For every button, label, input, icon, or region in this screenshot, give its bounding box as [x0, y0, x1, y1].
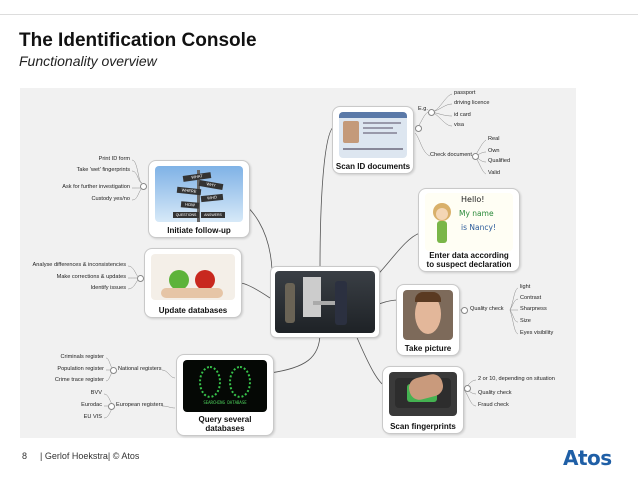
follow-up-label: Initiate follow-up — [167, 226, 231, 235]
sign-questions: QUESTIONS — [173, 212, 199, 218]
european-item-eu-vis: EU VIS — [83, 414, 102, 420]
european-registers-collapse-icon[interactable] — [108, 403, 115, 410]
eg-collapse-icon[interactable] — [428, 109, 435, 116]
sign-answers: ANSWERS — [201, 212, 225, 218]
fingerprint-screen-image: SEARCHING DATABASE — [183, 360, 267, 412]
check-item-real: Real — [488, 136, 500, 142]
check-document-collapse-icon[interactable] — [472, 153, 479, 160]
quality-item-light: light — [520, 284, 531, 290]
update-db-node[interactable]: Update databases — [144, 248, 242, 318]
speech-line-1: Hello! — [461, 195, 485, 204]
query-screen-text: SEARCHING DATABASE — [203, 400, 247, 405]
quality-check-label: Quality check — [470, 306, 504, 312]
slide-subtitle: Functionality overview — [19, 53, 157, 69]
scan-fp-collapse-icon[interactable] — [464, 385, 471, 392]
enter-data-label-2: to suspect declaration — [426, 260, 512, 269]
query-db-label-2: databases — [205, 424, 245, 433]
national-registers-collapse-icon[interactable] — [110, 367, 117, 374]
fp-item-quality: Quality check — [478, 390, 512, 396]
european-item-eurodac: Eurodac — [81, 402, 102, 408]
check-item-valid: Valid — [488, 170, 501, 176]
nancy-cartoon-image: Hello! My name is Nancy! — [425, 193, 513, 251]
follow-up-collapse-icon[interactable] — [140, 183, 147, 190]
national-item-population: Population register — [57, 366, 104, 372]
follow-up-item-custody: Custody yes/no — [91, 196, 130, 202]
quality-check-collapse-icon[interactable] — [461, 307, 468, 314]
scan-id-label: Scan ID documents — [335, 162, 411, 171]
atos-logo: Atos — [563, 446, 612, 470]
update-item-identify: Identify issues — [90, 285, 126, 291]
follow-up-item-wet-fingerprints: Take 'wet' fingerprints — [76, 167, 130, 173]
speech-line-3: is Nancy! — [461, 223, 496, 232]
signpost-image: WHAT WHY WHERE WHO HOW QUESTIONS ANSWERS — [155, 166, 243, 222]
query-db-node[interactable]: SEARCHING DATABASE Query several databas… — [176, 354, 274, 436]
check-item-qualified: Qualified — [488, 158, 511, 164]
eg-item-visa: visa — [454, 122, 464, 128]
enter-data-label-1: Enter data according — [429, 251, 509, 260]
quality-item-contrast: Contrast — [520, 295, 542, 301]
page-number: 8 — [22, 451, 28, 461]
apples-image — [151, 254, 235, 300]
officers-photo — [275, 271, 375, 333]
update-db-collapse-icon[interactable] — [137, 275, 144, 282]
eg-item-id-card: id card — [454, 112, 471, 118]
check-item-own: Own — [488, 148, 500, 154]
top-bar — [0, 0, 638, 16]
european-item-bvv: BVV — [90, 390, 102, 396]
eg-item-driving-licence: driving licence — [454, 100, 490, 106]
quality-item-eyes: Eyes visibility — [520, 330, 554, 336]
national-item-crime-trace: Crime trace register — [54, 377, 104, 383]
speech-line-2: My name — [459, 209, 494, 218]
take-picture-label: Take picture — [404, 344, 452, 353]
footer-text: | Gerlof Hoekstra| © Atos — [40, 451, 140, 461]
eg-item-passport: passport — [454, 90, 476, 96]
update-item-corrections: Make corrections & updates — [56, 274, 126, 280]
update-item-analyse: Analyse differences & inconsistencies — [32, 262, 127, 268]
take-picture-node[interactable]: Take picture — [396, 284, 460, 356]
sign-where: WHERE — [176, 186, 202, 196]
center-image-node — [270, 266, 380, 338]
fingerprint-scanner-image — [389, 372, 457, 416]
scan-id-node[interactable]: Scan ID documents — [332, 106, 414, 174]
check-document-label: Check document — [430, 152, 472, 158]
european-registers-label: European registers — [116, 402, 164, 408]
enter-data-node[interactable]: Hello! My name is Nancy! Enter data acco… — [418, 188, 520, 272]
scan-id-collapse-icon[interactable] — [415, 125, 422, 132]
national-item-criminals: Criminals register — [60, 354, 104, 360]
national-registers-label: National registers — [118, 366, 162, 372]
scan-fp-label: Scan fingerprints — [390, 422, 456, 431]
scan-fp-node[interactable]: Scan fingerprints — [382, 366, 464, 434]
sign-who: WHO — [200, 193, 224, 203]
eg-label: E.g. — [418, 106, 428, 112]
query-db-caption: Query several databases — [177, 415, 273, 433]
quality-item-sharpness: Sharpness — [520, 306, 547, 312]
fp-item-2-or-10: 2 or 10, depending on situation — [478, 376, 555, 382]
follow-up-item-investigation: Ask for further investigation — [62, 184, 130, 190]
top-divider — [0, 14, 638, 15]
face-photo — [403, 290, 453, 340]
update-db-label: Update databases — [158, 306, 228, 315]
mind-map: Scan ID documents E.g. passport driving … — [20, 88, 576, 438]
fp-item-fraud: Fraud check — [478, 402, 509, 408]
slide-title: The Identification Console — [19, 30, 257, 51]
sign-why: WHY — [198, 179, 224, 191]
sign-how: HOW — [180, 201, 200, 209]
follow-up-node[interactable]: WHAT WHY WHERE WHO HOW QUESTIONS ANSWERS… — [148, 160, 250, 238]
enter-data-caption: Enter data according to suspect declarat… — [419, 251, 519, 269]
follow-up-item-print-id: Print ID form — [98, 156, 130, 162]
quality-item-size: Size — [520, 318, 531, 324]
id-card-image — [339, 112, 407, 158]
query-db-label-1: Query several — [198, 415, 252, 424]
